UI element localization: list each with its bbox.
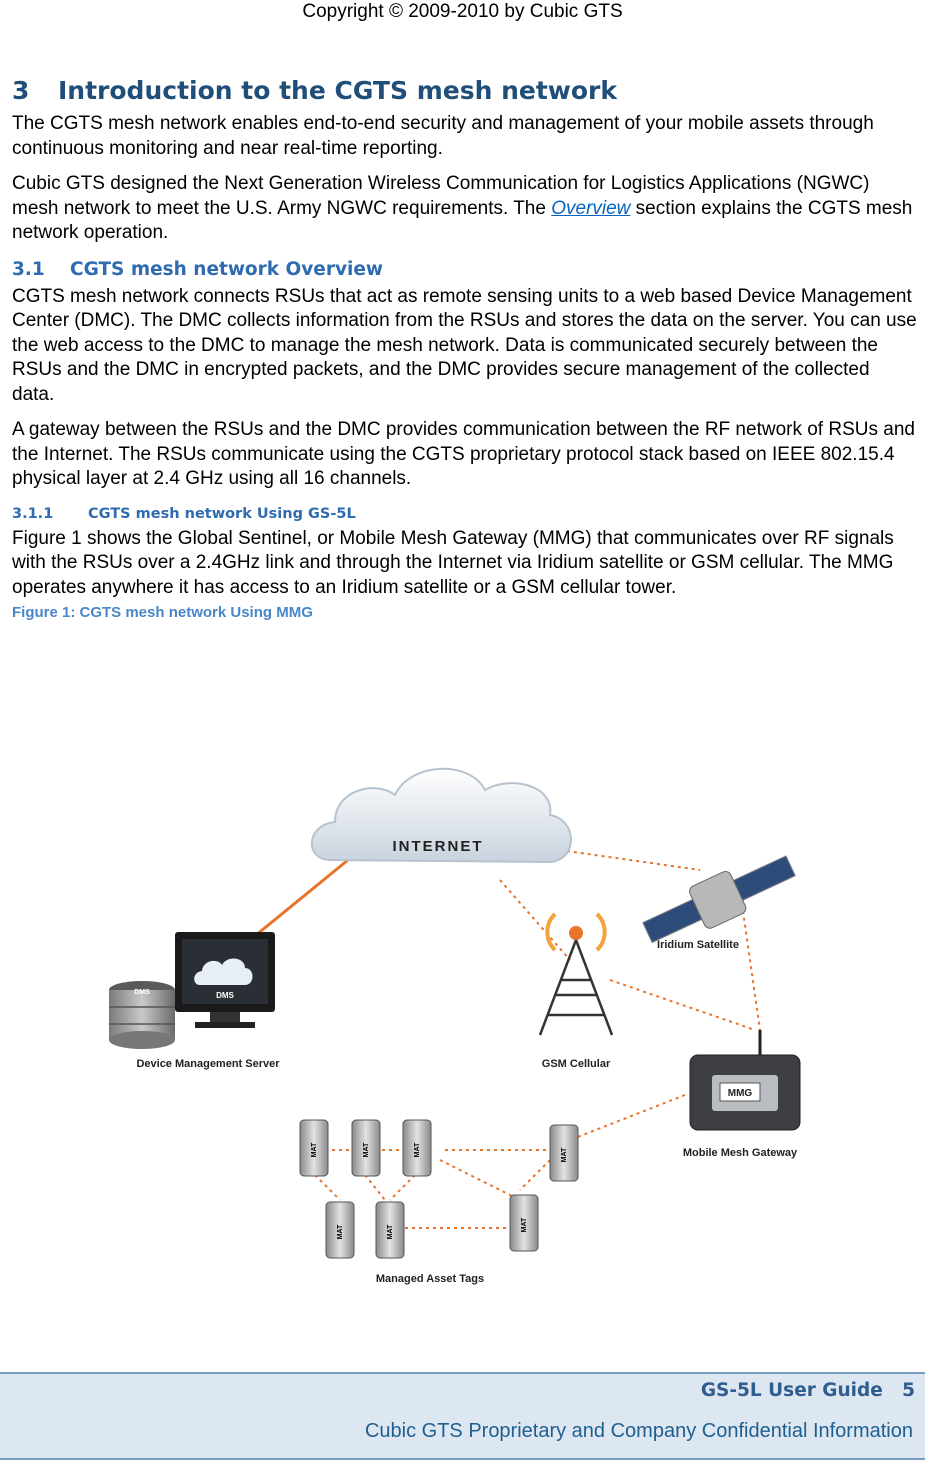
ngwc-paragraph: Cubic GTS designed the Next Generation W…	[12, 172, 917, 246]
figure-caption: Figure 1: CGTS mesh network Using MMG	[12, 604, 313, 621]
mmg-label: Mobile Mesh Gateway	[683, 1147, 798, 1159]
asset-tag-icon: MAT	[299, 1119, 329, 1177]
tag-label: MAT	[387, 1224, 394, 1239]
tags-label: Managed Asset Tags	[376, 1273, 484, 1285]
satellite-label: Iridium Satellite	[657, 939, 739, 951]
tag-label: MAT	[414, 1142, 421, 1157]
mmg-device-icon: MMG Mobile Mesh Gateway	[683, 1030, 801, 1159]
tag-label: MAT	[337, 1224, 344, 1239]
section-number: 3.1	[12, 258, 45, 280]
gsm-label: GSM Cellular	[542, 1058, 611, 1070]
paragraph-text: section explains the CGTS mesh network o…	[12, 197, 913, 244]
section-title: CGTS mesh network Using GS-5L	[88, 505, 356, 522]
section-3-heading: 3 Introduction to the CGTS mesh network	[12, 74, 917, 108]
section-number: 3	[12, 76, 30, 105]
section-title: Introduction to the CGTS mesh network	[58, 76, 618, 105]
mmg-device-label: MMG	[728, 1088, 753, 1099]
managed-asset-tags: MAT MAT MAT MAT MAT MAT MAT Managed Asse…	[299, 1119, 579, 1285]
tag-label: MAT	[363, 1142, 370, 1157]
internet-label: INTERNET	[393, 838, 484, 855]
dms-db-label: DMS	[134, 989, 150, 996]
asset-tag-icon: MAT	[325, 1201, 355, 1259]
confidential-notice: Cubic GTS Proprietary and Company Confid…	[364, 1420, 913, 1442]
tag-label: MAT	[561, 1147, 568, 1162]
server-label: Device Management Server	[136, 1058, 280, 1070]
dms-screen-label: DMS	[216, 991, 234, 1000]
gsm-tower-icon: GSM Cellular	[538, 912, 614, 1070]
overview-paragraph: CGTS mesh network connects RSUs that act…	[12, 285, 917, 405]
mesh-network-diagram: INTERNET DMS DMS Device Management Serve…	[109, 767, 801, 1285]
asset-tag-icon: MAT	[375, 1201, 405, 1259]
tag-label: MAT	[311, 1142, 318, 1157]
asset-tag-icon: MAT	[549, 1124, 579, 1182]
device-management-server-icon: DMS DMS Device Management Server	[109, 932, 280, 1070]
asset-tag-icon: MAT	[402, 1119, 432, 1177]
section-title: CGTS mesh network Overview	[70, 258, 383, 280]
section-number: 3.1.1	[12, 505, 54, 522]
copyright-header: Copyright © 2009-2010 by Cubic GTS	[302, 1, 623, 22]
document-body: 3 Introduction to the CGTS mesh network T…	[12, 74, 917, 621]
asset-tag-icon: MAT	[351, 1119, 381, 1177]
tag-label: MAT	[521, 1217, 528, 1232]
section-3-1-1-heading: 3.1.1 CGTS mesh network Using GS-5L	[12, 503, 917, 525]
paragraph-text: Cubic GTS designed the Next Generation W…	[12, 173, 870, 219]
guide-page-number: GS-5L User Guide 5	[700, 1380, 915, 1401]
intro-paragraph: The CGTS mesh network enables end-to-end…	[12, 113, 874, 159]
page-footer: GS-5L User Guide 5 Cubic GTS Proprietary…	[0, 1372, 925, 1460]
asset-tag-icon: MAT	[509, 1194, 539, 1252]
gs5l-paragraph: Figure 1 shows the Global Sentinel, or M…	[12, 527, 894, 598]
satellite-icon: Iridium Satellite	[642, 855, 796, 951]
overview-link[interactable]: Overview	[551, 197, 631, 219]
section-3-1-heading: 3.1 CGTS mesh network Overview	[12, 257, 917, 283]
gateway-paragraph: A gateway between the RSUs and the DMC p…	[12, 419, 915, 489]
internet-cloud-icon: INTERNET	[310, 767, 572, 864]
